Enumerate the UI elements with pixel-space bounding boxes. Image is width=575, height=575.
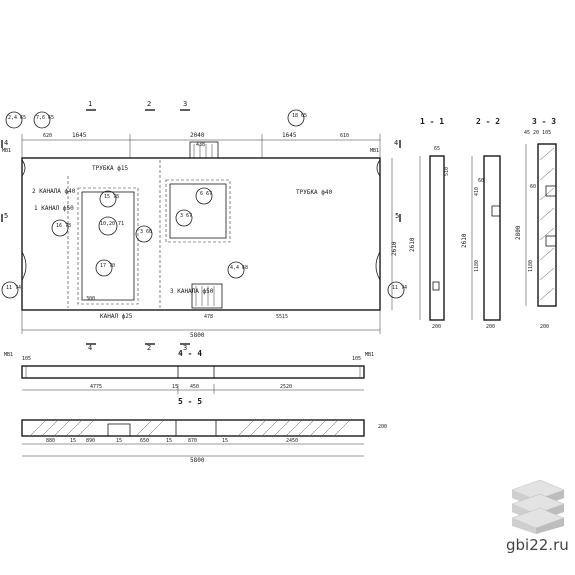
cut-2-bottom: 2: [147, 344, 151, 352]
callout-1: 2,4 65: [8, 115, 26, 121]
section-33-title: 3 - 3: [532, 117, 556, 126]
s33-w: 200: [540, 324, 549, 330]
label-kanal-bottom: КАНАЛ ф25: [100, 313, 133, 320]
s44-mv1-left: МВ1: [4, 352, 13, 358]
s11-h: 2610: [409, 237, 416, 252]
s33-top: 45 20 105: [524, 130, 551, 136]
s55-d8: 15: [222, 438, 228, 444]
callout-11: 4,4 68: [230, 265, 248, 271]
s22-b: 1180: [474, 260, 480, 272]
label-mv1-right: МВ1: [370, 148, 379, 154]
cut-3-top: 3: [183, 100, 187, 108]
s55-d4: 15: [116, 438, 122, 444]
s22-h: 2610: [461, 233, 468, 248]
label-truba1: ТРУБКА ф15: [92, 165, 129, 172]
panel-elevation: 1645 2040 1645 620 610 2610 438: [1, 100, 407, 352]
section-2-2: 2 - 2 2610 200 410 1180 60: [461, 117, 501, 330]
s55-d3: 890: [86, 438, 95, 444]
dim-h5: 478: [204, 314, 213, 320]
dim-h1: 2610: [391, 241, 398, 256]
cut-5-left: 5: [4, 212, 8, 220]
dim-b1: 620: [43, 133, 52, 139]
callout-3: 18 65: [292, 113, 307, 119]
cut-4-right: 4: [394, 139, 398, 147]
callout-7: 17 70: [100, 263, 115, 269]
cut-marks: 1 2 3 4 2 3 5 5 4 4: [1, 100, 401, 352]
cut-5-right: 5: [395, 212, 399, 220]
s33-b: 60: [530, 184, 536, 190]
label-kanal2: 2 КАНАЛА ф40: [32, 188, 76, 195]
cut-4-left: 4: [4, 139, 8, 147]
callout-5: 15 78: [104, 194, 119, 200]
callout-6: 10,20 71: [100, 221, 124, 227]
section-1-1: 1 - 1 2610 200 65 510: [409, 117, 450, 330]
dim-b2: 610: [340, 133, 349, 139]
section-3-3: 3 - 3 45 20 105 2800 200 1180 60: [515, 117, 557, 330]
callout-group: 2,4 65 7,6 65 18 65 16 78 15 78 10,20 71…: [1, 109, 407, 299]
s44-d6: 105: [352, 356, 361, 362]
callout-10: 6 67: [200, 191, 212, 197]
s55-total: 5800: [190, 457, 205, 464]
s55-d9: 2450: [286, 438, 298, 444]
dim-total: 5800: [190, 332, 205, 339]
label-kanal1: 1 КАНАЛ ф50: [34, 205, 74, 212]
s55-d5: 650: [140, 438, 149, 444]
callout-9: 3 67: [180, 213, 192, 219]
label-truba2: ТРУБКА ф40: [296, 189, 333, 196]
callout-2: 7,6 65: [36, 115, 54, 121]
callout-13: 11 74: [392, 285, 407, 291]
s55-h: 200: [378, 424, 387, 430]
s11-a: 65: [434, 146, 440, 152]
s55-d7: 870: [188, 438, 197, 444]
section-11-title: 1 - 1: [420, 117, 444, 126]
dim-left: 1645: [72, 132, 87, 139]
s55-d2: 15: [70, 438, 76, 444]
s11-b: 510: [444, 167, 450, 176]
callout-12: 11 74: [6, 285, 21, 291]
s33-a: 1180: [528, 260, 534, 272]
s44-d4: 2520: [280, 384, 292, 390]
label-kanal3: 3 КАНАЛА ф50: [170, 288, 214, 295]
section-22-title: 2 - 2: [476, 117, 500, 126]
dim-b4: 5515: [276, 314, 288, 320]
callout-4: 16 78: [56, 223, 71, 229]
s44-d3: 15: [172, 384, 178, 390]
s33-h: 2800: [515, 225, 522, 240]
s44-d1: 4775: [90, 384, 102, 390]
s22-a: 410: [474, 187, 480, 196]
s11-w: 200: [432, 324, 441, 330]
site-watermark-text: gbi22.ru: [506, 536, 569, 554]
s44-mv1-right: МВ1: [365, 352, 374, 358]
s44-d5: 105: [22, 356, 31, 362]
s55-d6: 15: [166, 438, 172, 444]
section-44-title: 4 - 4: [178, 349, 202, 358]
dim-right: 1645: [282, 132, 297, 139]
dim-mid: 2040: [190, 132, 205, 139]
section-55-title: 5 - 5: [178, 397, 202, 406]
s22-w: 200: [486, 324, 495, 330]
cut-2-top: 2: [147, 100, 151, 108]
s22-c: 60: [478, 178, 484, 184]
site-logo: [511, 479, 565, 534]
cut-4-bottom: 4: [88, 344, 92, 352]
cut-3-bottom: 3: [183, 344, 187, 352]
section-5-5: 5 - 5 880 15 890 15 650 15 870 15 2450 5…: [21, 397, 387, 464]
cut-1-top: 1: [88, 100, 92, 108]
label-mv1: МВ1: [2, 148, 11, 154]
dim-d1: 300: [86, 296, 95, 302]
dim-recess: 438: [196, 142, 205, 148]
callout-8: 3 66: [140, 229, 152, 235]
s44-d2: 450: [190, 384, 199, 390]
section-4-4: 4 - 4 4775 450 15 2520 105 105 МВ1 МВ1: [4, 349, 374, 394]
s55-d1: 880: [46, 438, 55, 444]
